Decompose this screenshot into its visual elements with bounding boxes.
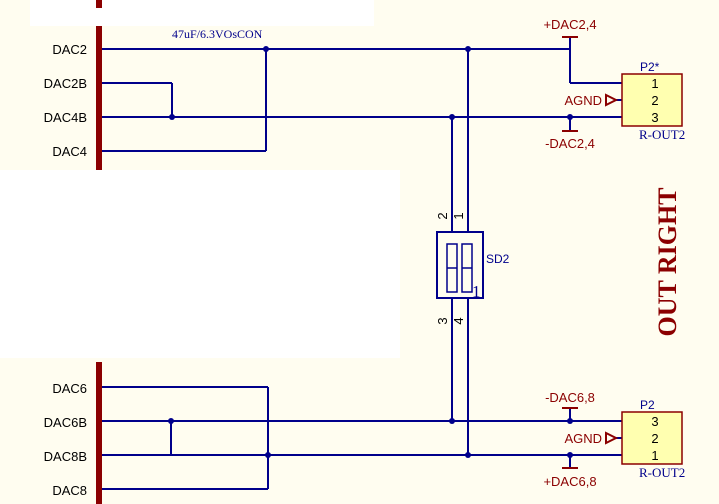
power-port-neg-2-4: -DAC2,4 bbox=[545, 130, 595, 151]
svg-text:+DAC6,8: +DAC6,8 bbox=[543, 474, 596, 489]
junction bbox=[449, 114, 455, 120]
junction bbox=[567, 418, 573, 424]
connector-pin: 2 bbox=[651, 93, 658, 108]
top-note: 47uF/6.3VOsCON bbox=[172, 27, 263, 41]
connector-pin: 3 bbox=[651, 414, 658, 429]
power-port-pos-2-4: +DAC2,4 bbox=[543, 17, 597, 38]
label-dac4b: DAC4B bbox=[44, 110, 87, 125]
connector-designator: P2* bbox=[640, 60, 660, 74]
wires-bottom bbox=[102, 298, 622, 490]
dip-switch-sd2: 1 SD2 2 1 3 4 bbox=[435, 212, 510, 324]
junction bbox=[263, 46, 269, 52]
junction bbox=[465, 452, 471, 458]
agnd-port-bottom: AGND bbox=[564, 431, 619, 446]
section-title: OUT RIGHT bbox=[653, 187, 682, 336]
bus-bar-top bbox=[96, 26, 102, 170]
junction bbox=[567, 452, 573, 458]
svg-text:-DAC2,4: -DAC2,4 bbox=[545, 136, 595, 151]
connector-pin: 2 bbox=[651, 431, 658, 446]
switch-pin-3: 3 bbox=[435, 317, 450, 324]
svg-text:-DAC6,8: -DAC6,8 bbox=[545, 390, 595, 405]
connector-pin: 3 bbox=[651, 110, 658, 125]
blank-area-top bbox=[30, 0, 374, 26]
switch-pin-4: 4 bbox=[451, 317, 466, 324]
label-dac8b: DAC8B bbox=[44, 449, 87, 464]
junction bbox=[449, 418, 455, 424]
svg-text:+DAC2,4: +DAC2,4 bbox=[543, 17, 596, 32]
ground-arrow-icon bbox=[605, 431, 619, 445]
power-port-neg-6-8: -DAC6,8 bbox=[545, 390, 595, 409]
switch-pin-2: 2 bbox=[435, 212, 450, 219]
connector-comment: R-OUT2 bbox=[639, 465, 685, 480]
junction-dots bbox=[168, 46, 573, 458]
bus-bar-top-stub bbox=[96, 0, 102, 8]
blank-area-middle bbox=[0, 170, 400, 358]
svg-text:AGND: AGND bbox=[564, 93, 602, 108]
label-dac2: DAC2 bbox=[52, 42, 87, 57]
junction bbox=[265, 452, 271, 458]
switch-designator: SD2 bbox=[486, 252, 510, 266]
junction bbox=[169, 114, 175, 120]
agnd-port-top: AGND bbox=[564, 93, 619, 108]
connector-p2: P2 3 2 1 R-OUT2 bbox=[621, 398, 685, 480]
connector-comment: R-OUT2 bbox=[639, 127, 685, 142]
label-dac4: DAC4 bbox=[52, 144, 87, 159]
switch-body-number: 1 bbox=[472, 282, 481, 301]
junction bbox=[567, 114, 573, 120]
ground-arrow-icon bbox=[605, 93, 619, 107]
label-dac8: DAC8 bbox=[52, 483, 87, 498]
switch-pin-1: 1 bbox=[451, 212, 466, 219]
connector-pin: 1 bbox=[651, 448, 658, 463]
wires-top bbox=[102, 38, 622, 232]
power-port-pos-6-8: +DAC6,8 bbox=[543, 467, 597, 489]
svg-text:AGND: AGND bbox=[564, 431, 602, 446]
connector-designator: P2 bbox=[640, 398, 655, 412]
label-dac6b: DAC6B bbox=[44, 415, 87, 430]
label-dac2b: DAC2B bbox=[44, 76, 87, 91]
junction bbox=[168, 418, 174, 424]
connector-p2-star: P2* 1 2 3 R-OUT2 bbox=[621, 60, 685, 142]
connector-pin: 1 bbox=[651, 76, 658, 91]
label-dac6: DAC6 bbox=[52, 381, 87, 396]
junction bbox=[465, 46, 471, 52]
bus-bar-bottom bbox=[96, 362, 102, 504]
